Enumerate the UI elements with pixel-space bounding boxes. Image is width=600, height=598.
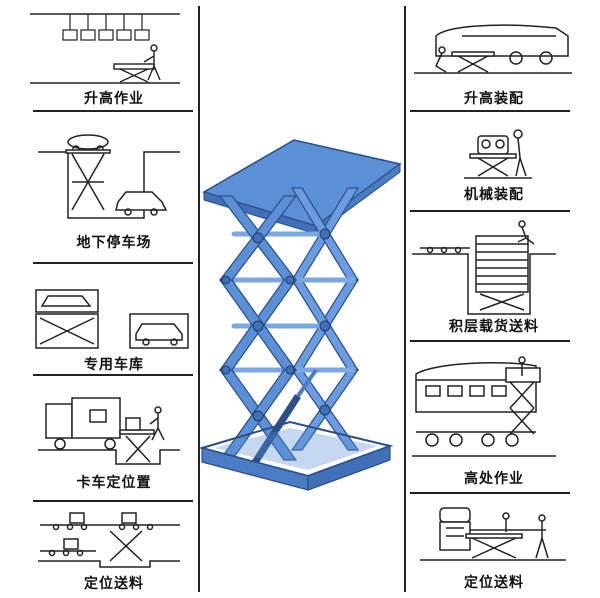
- panel-underground-parking: 地下停车场: [30, 122, 198, 262]
- lift-base-side: [307, 445, 391, 491]
- layered-cargo-illustration: [412, 220, 556, 315]
- panel-machine-assembly: 机械装配: [406, 114, 582, 210]
- caption-high-altitude-work: 高处作业: [464, 471, 524, 487]
- panel-private-garage: 专用车库: [30, 282, 198, 374]
- panel-raised-work: 升高作业: [30, 8, 198, 114]
- machine-assembly-illustration: [464, 129, 532, 179]
- divider-r1: [410, 110, 570, 112]
- caption-underground-parking: 地下停车场: [76, 235, 152, 251]
- scissor-lift-main-illustration: [198, 130, 406, 500]
- divider-l3: [33, 374, 193, 376]
- divider-r2: [410, 210, 570, 212]
- right-divider: [404, 6, 406, 592]
- caption-positioning-feed-left: 定位送料: [84, 576, 144, 592]
- divider-l4: [33, 500, 193, 502]
- underground-parking-illustration: [38, 134, 180, 219]
- divider-r4: [410, 492, 570, 494]
- raised-assembly-illustration: [414, 24, 572, 74]
- divider-r3: [410, 340, 570, 342]
- caption-raised-assembly: 升高装配: [464, 91, 524, 107]
- private-garage-illustration: [35, 289, 189, 349]
- positioning-feed-right-illustration: [420, 507, 566, 561]
- left-divider: [198, 6, 200, 592]
- caption-layered-cargo-feed: 积层载货送料: [449, 319, 539, 335]
- panel-positioning-feed-left: 定位送料: [30, 505, 198, 595]
- divider-l1: [33, 110, 193, 112]
- lift-hydraulic-rod: [296, 368, 318, 398]
- caption-machine-assembly: 机械装配: [464, 187, 524, 203]
- panel-high-altitude-work: 高处作业: [406, 346, 582, 490]
- lift-pivot-joints: [221, 228, 331, 422]
- caption-raised-work: 升高作业: [84, 91, 144, 107]
- high-altitude-illustration: [412, 356, 556, 457]
- panel-truck-positioning: 卡车定位置: [30, 388, 198, 498]
- positioning-feed-left-illustration: [38, 512, 180, 568]
- panel-layered-cargo-feed: 积层载货送料: [406, 214, 582, 340]
- lift-base-floor: [214, 428, 378, 470]
- panel-raised-assembly: 升高装配: [406, 6, 582, 110]
- caption-private-garage: 专用车库: [84, 357, 144, 373]
- caption-positioning-feed-right: 定位送料: [464, 575, 524, 591]
- truck-positioning-illustration: [38, 397, 180, 465]
- scissor-lift-svg: [198, 139, 402, 491]
- panel-positioning-feed-right: 定位送料: [406, 498, 582, 596]
- divider-l2: [33, 262, 193, 264]
- raised-work-illustration: [30, 13, 180, 84]
- caption-truck-positioning: 卡车定位置: [76, 475, 152, 491]
- lift-hydraulic-cylinder: [251, 394, 301, 466]
